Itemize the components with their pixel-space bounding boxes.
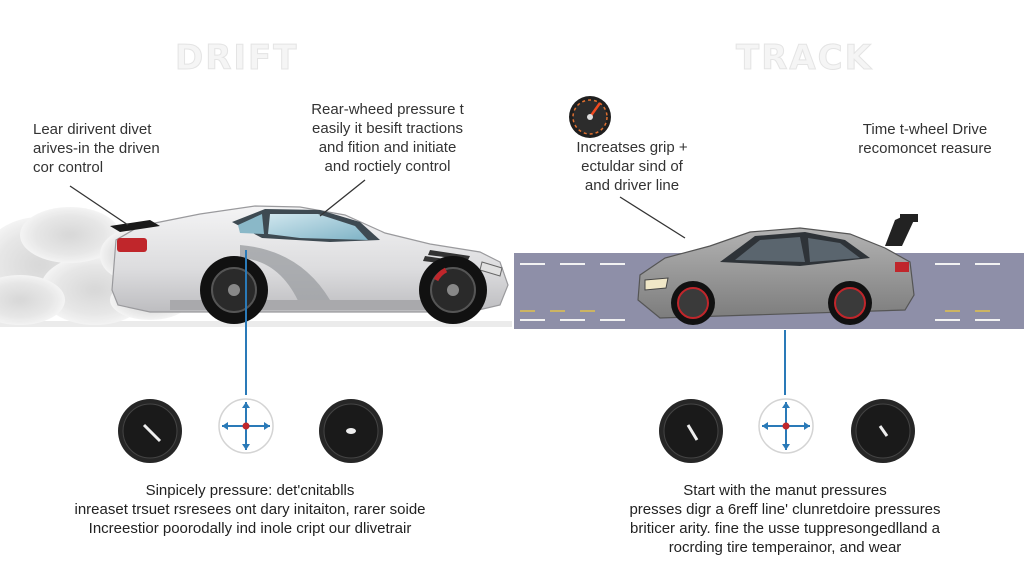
speedometer-icon (569, 96, 611, 138)
drift-pointer-center (319, 179, 366, 217)
drift-note-left: Lear dirivent divet arives-in the driven… (33, 120, 160, 177)
drift-rear-wheel (200, 256, 268, 324)
track-bottom-note: Start with the manut pressures presses d… (600, 481, 970, 557)
track-note-right-line: Time t-wheel Drive (862, 121, 988, 138)
track-note-center: Increatses grip + ectuldar sind of and d… (562, 138, 702, 195)
drift-note-left-line: cor control (33, 159, 104, 176)
drift-pointer-left (69, 185, 129, 226)
drift-car (110, 205, 509, 324)
drift-bottom-note-line: Sinpicely pressure: det'cnitablls (145, 482, 355, 499)
track-note-right-line: recomoncet reasure (858, 140, 992, 157)
track-bottom-note-line: presses digr a 6reff line' clunretdoire … (629, 501, 941, 518)
track-front-wheel (671, 281, 715, 325)
track-pointer (619, 196, 686, 239)
track-compass-icon (758, 398, 814, 454)
drift-compass-icon (218, 398, 274, 454)
track-bottom-note-line: Start with the manut pressures (683, 482, 887, 499)
track-bottom-note-line: rocrding tire temperainor, and wear (668, 539, 902, 556)
track-note-center-line: and driver line (584, 177, 680, 194)
drift-bottom-note: Sinpicely pressure: det'cnitablls inreas… (55, 481, 445, 538)
track-title: TRACK (736, 38, 873, 79)
drift-note-center-line: and roctiely control (324, 158, 451, 175)
drift-note-center-line: and fition and initiate (318, 139, 457, 156)
drift-note-center: Rear-wheed pressure t easily it besift t… (300, 100, 475, 176)
track-car (637, 214, 918, 325)
drift-bottom-note-line: inreaset trsuet rsresees ont dary initai… (74, 501, 426, 518)
drift-ground (0, 321, 512, 327)
track-note-center-line: Increatses grip + (576, 139, 688, 156)
drift-note-left-line: Lear dirivent divet (33, 121, 152, 138)
drift-note-center-line: Rear-wheed pressure t (311, 101, 464, 118)
track-note-center-line: ectuldar sind of (581, 158, 683, 175)
drift-left-gauge-icon (118, 399, 182, 463)
track-note-right: Time t-wheel Drive recomoncet reasure (840, 120, 1010, 158)
drift-right-gauge-icon (319, 399, 383, 463)
drift-front-wheel (419, 256, 487, 324)
drift-bottom-note-line: Increestior poorodally ind inole cript o… (88, 520, 412, 537)
drift-title: DRIFT (174, 38, 299, 79)
track-left-gauge-icon (659, 399, 723, 463)
track-rear-wheel (828, 281, 872, 325)
track-right-gauge-icon (851, 399, 915, 463)
drift-note-left-line: arives-in the driven (33, 140, 160, 157)
track-bottom-note-line: briticer arity. fine the usse tuppresong… (630, 520, 940, 537)
drift-note-center-line: easily it besift tractions (312, 120, 463, 137)
road-dashes (520, 263, 1000, 321)
